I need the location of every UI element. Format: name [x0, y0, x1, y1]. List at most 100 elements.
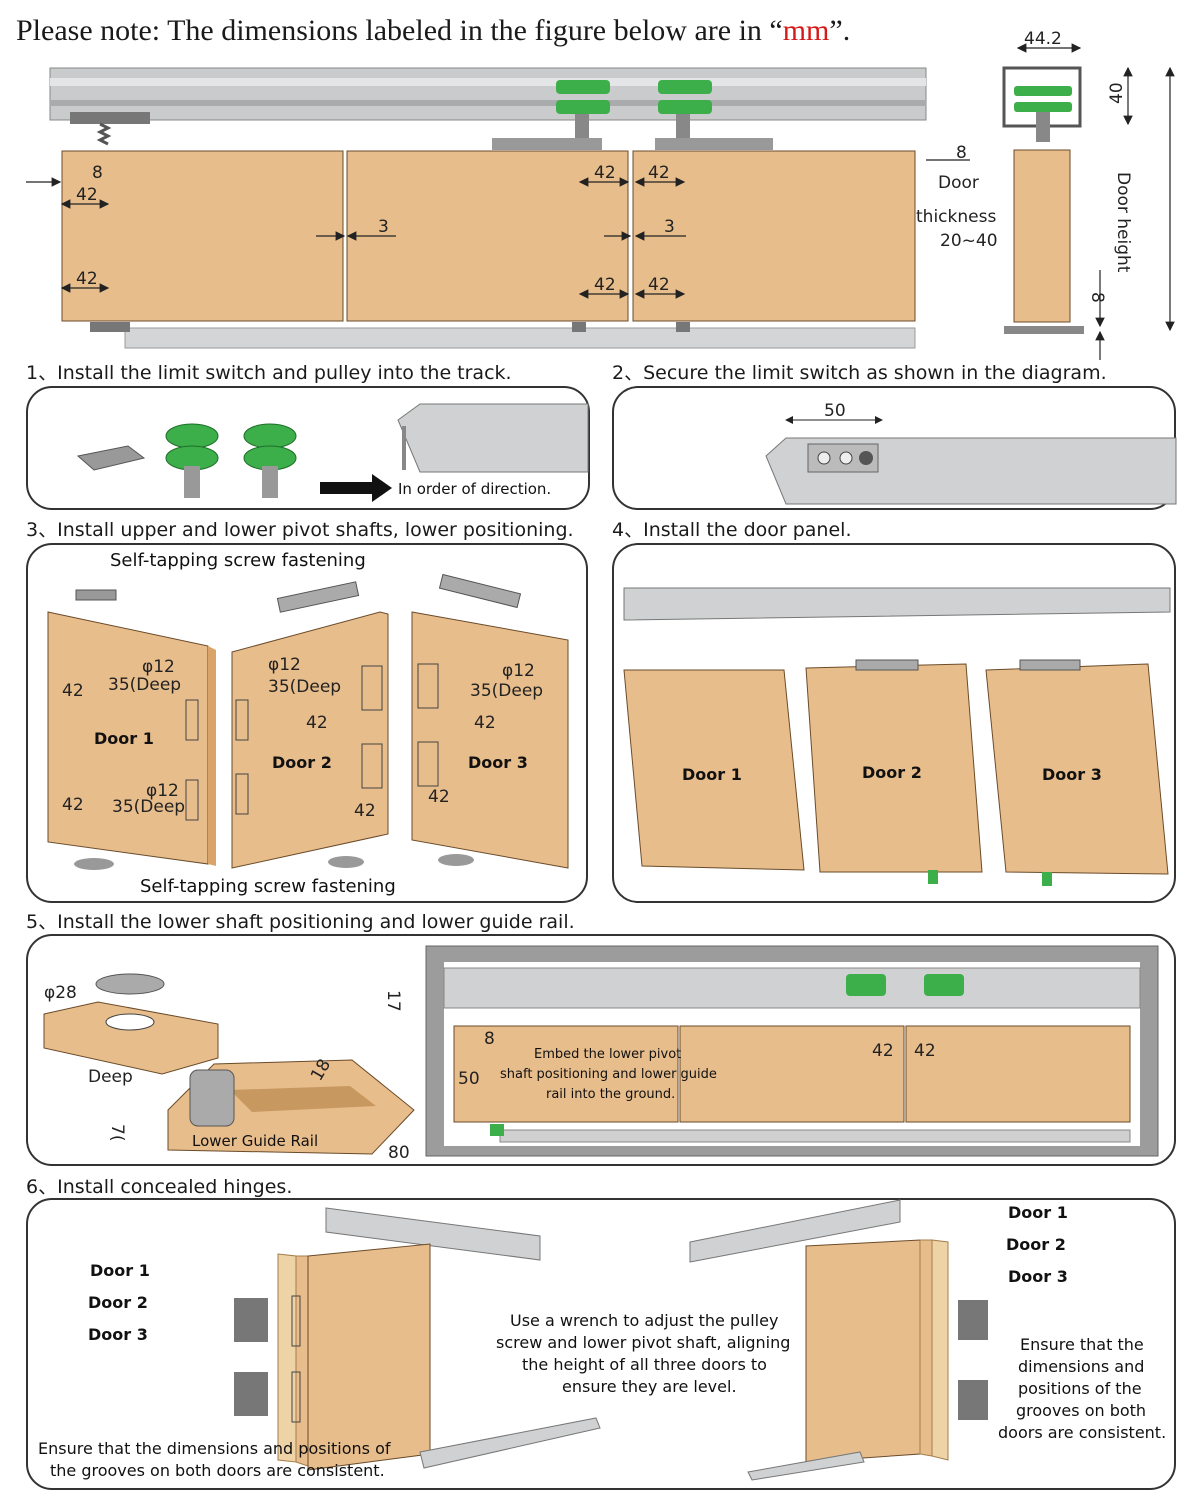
svg-text:42: 42 — [62, 681, 84, 701]
step-1-caption: 1、Install the limit switch and pulley in… — [26, 362, 512, 384]
svg-text:42: 42 — [306, 713, 328, 733]
screw-fastening-top: Self-tapping screw fastening — [110, 550, 366, 571]
step3-door1-label: Door 1 — [94, 729, 154, 748]
step3-door-2 — [231, 611, 389, 869]
step1-direction-arrow — [320, 474, 392, 502]
step4-door1-label: Door 1 — [682, 765, 742, 784]
svg-text:80: 80 — [388, 1143, 410, 1163]
svg-text:Embed the lower pivot: Embed the lower pivot — [534, 1047, 681, 1062]
step3-door-1 — [47, 611, 216, 866]
svg-text:ensure they are level.: ensure they are level. — [562, 1377, 737, 1396]
svg-text:the height of all three doors: the height of all three doors to — [522, 1355, 767, 1374]
step1-limit-switch — [76, 445, 146, 471]
svg-text:Deep: Deep — [88, 1067, 133, 1087]
svg-text:42: 42 — [354, 801, 376, 821]
svg-text:Door 3: Door 3 — [1008, 1267, 1068, 1286]
svg-text:Door 3: Door 3 — [88, 1325, 148, 1344]
svg-text:φ12: φ12 — [268, 655, 301, 675]
svg-text:44.2: 44.2 — [1024, 29, 1062, 49]
limit-switch — [70, 112, 150, 146]
svg-text:3: 3 — [378, 217, 389, 237]
svg-text:42: 42 — [594, 275, 616, 295]
svg-text:φ12: φ12 — [502, 661, 535, 681]
svg-text:Door 1: Door 1 — [90, 1261, 150, 1280]
svg-text:42: 42 — [428, 787, 450, 807]
svg-text:35(Deep: 35(Deep — [108, 675, 181, 695]
unit-highlight: mm — [782, 14, 830, 47]
svg-text:Door 2: Door 2 — [1006, 1235, 1066, 1254]
svg-text:42: 42 — [76, 269, 98, 289]
svg-text:φ12: φ12 — [142, 657, 175, 677]
svg-text:dimensions and: dimensions and — [1018, 1357, 1144, 1376]
svg-text:42: 42 — [76, 185, 98, 205]
svg-text:35(Deep: 35(Deep — [470, 681, 543, 701]
step5-embed-note: Embed the lower pivot shaft positioning … — [500, 1047, 717, 1102]
step-5-caption: 5、Install the lower shaft positioning an… — [26, 911, 575, 933]
step-1-panel — [26, 386, 590, 510]
top-track — [49, 67, 927, 121]
step2-track — [765, 437, 1177, 505]
pulley-right — [655, 80, 773, 150]
svg-text:42: 42 — [872, 1041, 894, 1061]
step-3-caption: 3、Install upper and lower pivot shafts, … — [26, 519, 574, 541]
svg-text:Door height: Door height — [1113, 172, 1133, 273]
step2-dim-50: 50 — [824, 401, 846, 421]
step1-track — [397, 403, 589, 473]
step-4-caption: 4、Install the door panel. — [612, 519, 852, 541]
svg-text:thickness: thickness — [916, 207, 996, 227]
svg-text:positions of the: positions of the — [1018, 1379, 1142, 1398]
svg-text:shaft positioning and lower gu: shaft positioning and lower guide — [500, 1067, 717, 1082]
step6-left-assembly — [234, 1207, 601, 1471]
step-2-caption: 2、Secure the limit switch as shown in th… — [612, 362, 1107, 384]
svg-text:8: 8 — [1087, 292, 1107, 303]
step1-pulley-a — [165, 423, 219, 498]
svg-text:40: 40 — [1107, 82, 1127, 104]
step-6-panel — [26, 1198, 1176, 1490]
step3-hardware — [74, 573, 522, 870]
step4-door2-label: Door 2 — [862, 763, 922, 782]
svg-text:8: 8 — [484, 1029, 495, 1049]
step-3-panel — [26, 543, 588, 903]
svg-text:8: 8 — [92, 163, 103, 183]
step6-right-assembly — [689, 1199, 988, 1481]
step5-wall-frame — [425, 945, 1159, 1157]
dimension-note: Please note: The dimensions labeled in t… — [16, 14, 851, 47]
svg-text:the grooves on both doors are: the grooves on both doors are consistent… — [50, 1461, 385, 1480]
step6-wrench-note: Use a wrench to adjust the pulley screw … — [496, 1311, 790, 1396]
svg-text:7(: 7( — [107, 1124, 127, 1141]
step-6-caption: 6、Install concealed hinges. — [26, 1176, 293, 1198]
svg-text:Door 2: Door 2 — [88, 1293, 148, 1312]
step3-dimension-labels: φ12 35(Deep 42 φ12 35(Deep 42 φ12 35(Dee… — [62, 655, 543, 821]
svg-text:Ensure that the: Ensure that the — [1020, 1335, 1144, 1354]
svg-text:doors are consistent.: doors are consistent. — [998, 1423, 1166, 1442]
bottom-rail — [90, 322, 916, 349]
step6-right-note: Ensure that the dimensions and positions… — [998, 1335, 1166, 1442]
top-doors — [61, 150, 916, 322]
top-dimension-labels: 8 42 3 42 42 42 3 42 42 8 44.2 40 Door t… — [76, 29, 1133, 303]
step5-lower-guide-rail — [167, 1059, 415, 1155]
step3-door2-label: Door 2 — [272, 753, 332, 772]
svg-text:20~40: 20~40 — [940, 231, 998, 251]
svg-text:42: 42 — [648, 275, 670, 295]
step4-track — [623, 587, 1171, 621]
side-profile — [1002, 66, 1084, 334]
svg-text:3: 3 — [664, 217, 675, 237]
svg-text:screw and lower pivot shaft, a: screw and lower pivot shaft, aligning — [496, 1333, 790, 1352]
svg-text:φ28: φ28 — [44, 983, 77, 1003]
step3-door3-label: Door 3 — [468, 753, 528, 772]
step-4-panel — [612, 543, 1176, 903]
step5-dimension-labels: φ28 Deep 7( 17 18 80 8 50 42 42 — [44, 983, 936, 1163]
svg-text:Ensure that the dimensions and: Ensure that the dimensions and positions… — [38, 1439, 391, 1458]
svg-text:17: 17 — [383, 990, 403, 1012]
step4-doors — [623, 659, 1169, 886]
svg-text:8: 8 — [956, 143, 967, 163]
screw-fastening-bottom: Self-tapping screw fastening — [140, 876, 396, 897]
step-5-panel — [26, 934, 1176, 1166]
step6-right-door-labels: Door 1 Door 2 Door 3 — [1006, 1203, 1068, 1286]
direction-text: In order of direction. — [398, 480, 551, 498]
svg-text:rail into the ground.: rail into the ground. — [546, 1087, 675, 1102]
top-dimensions — [26, 43, 1175, 360]
svg-text:Door: Door — [938, 173, 979, 193]
svg-text:42: 42 — [914, 1041, 936, 1061]
